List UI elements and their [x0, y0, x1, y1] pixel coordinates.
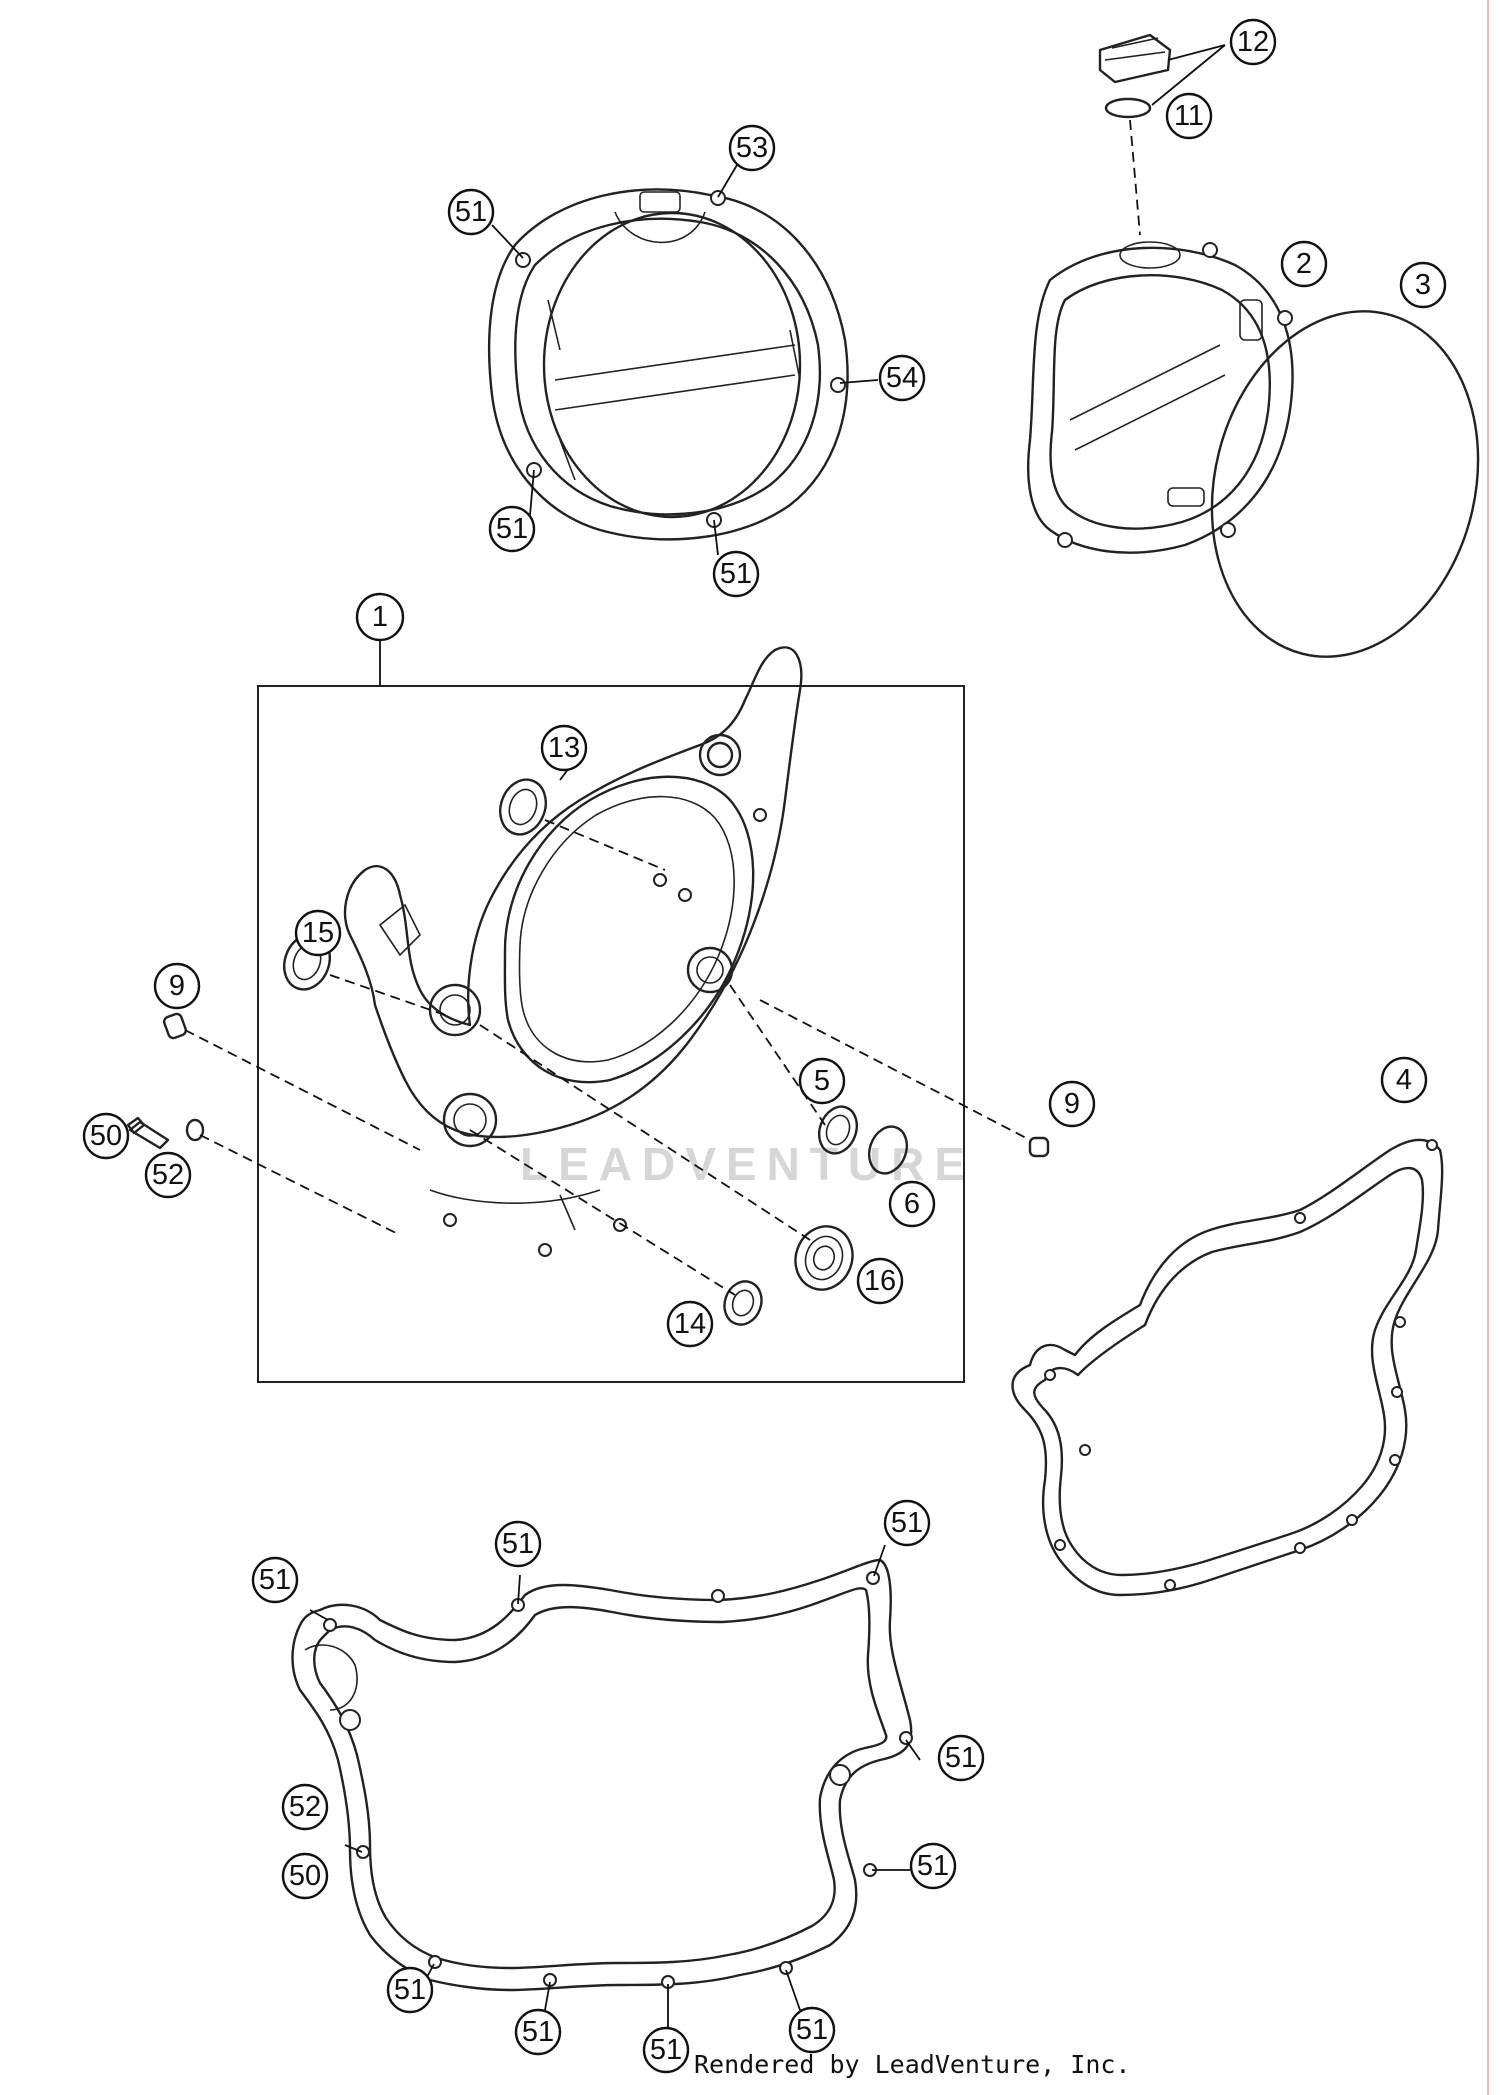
footer-credit: Rendered by LeadVenture, Inc.: [694, 2050, 1131, 2079]
svg-text:51: 51: [917, 1850, 949, 1882]
svg-text:12: 12: [1237, 26, 1269, 58]
svg-text:6: 6: [904, 1188, 920, 1220]
dowel-9-right[interactable]: [1028, 1136, 1050, 1158]
inner-clutch-cover[interactable]: [343, 646, 803, 1257]
callout-51[interactable]: 51: [494, 1520, 542, 1568]
svg-text:1: 1: [372, 601, 388, 633]
callout-50[interactable]: 50: [82, 1112, 130, 1160]
callout-51[interactable]: 51: [488, 505, 536, 553]
callout-51[interactable]: 51: [514, 2008, 562, 2056]
callout-50[interactable]: 50: [281, 1852, 329, 1900]
svg-text:51: 51: [394, 1974, 426, 2006]
washer-52-left[interactable]: [185, 1118, 205, 1142]
callout-51[interactable]: 51: [712, 550, 760, 598]
callout-51[interactable]: 51: [251, 1556, 299, 1604]
callout-14[interactable]: 14: [666, 1300, 714, 1348]
callout-54[interactable]: 54: [878, 354, 926, 402]
svg-text:51: 51: [796, 2014, 828, 2046]
svg-text:50: 50: [289, 1860, 321, 1892]
callout-9[interactable]: 9: [153, 962, 201, 1010]
svg-text:51: 51: [891, 1507, 923, 1539]
clutch-cover[interactable]: [1027, 241, 1294, 554]
svg-text:51: 51: [650, 2034, 682, 2066]
shaft-seal-13[interactable]: [493, 773, 553, 841]
screw-50-left[interactable]: [126, 1116, 170, 1150]
callout-2[interactable]: 2: [1280, 240, 1328, 288]
svg-text:51: 51: [496, 513, 528, 545]
callout-12[interactable]: 12: [1229, 18, 1277, 66]
callout-3[interactable]: 3: [1399, 261, 1447, 309]
callout-6[interactable]: 6: [888, 1180, 936, 1228]
callout-15[interactable]: 15: [294, 909, 342, 957]
dowel-9-left[interactable]: [162, 1012, 188, 1040]
svg-text:14: 14: [674, 1308, 706, 1340]
svg-text:53: 53: [736, 132, 768, 164]
callout-51[interactable]: 51: [386, 1966, 434, 2014]
svg-text:52: 52: [152, 1159, 184, 1191]
circlip-6[interactable]: [863, 1121, 913, 1178]
page-edge-line: [1487, 0, 1489, 2095]
callout-51[interactable]: 51: [937, 1734, 985, 1782]
shaft-seal-14[interactable]: [719, 1276, 768, 1330]
callout-51[interactable]: 51: [788, 2006, 836, 2054]
callout-16[interactable]: 16: [856, 1257, 904, 1305]
outer-clutch-cover[interactable]: [487, 188, 849, 541]
svg-text:51: 51: [259, 1564, 291, 1596]
inner-cover-assembly-frame: [257, 685, 965, 1383]
svg-text:52: 52: [289, 1791, 321, 1823]
callout-51[interactable]: 51: [883, 1499, 931, 1547]
callout-5[interactable]: 5: [798, 1057, 846, 1105]
clutch-cover-gasket-4[interactable]: [1011, 1138, 1444, 1597]
svg-text:54: 54: [886, 362, 918, 394]
oil-filler-plug[interactable]: [1098, 33, 1172, 84]
svg-text:4: 4: [1396, 1064, 1412, 1096]
svg-text:15: 15: [302, 917, 334, 949]
callout-51[interactable]: 51: [447, 188, 495, 236]
svg-text:2: 2: [1296, 248, 1312, 280]
callout-13[interactable]: 13: [540, 724, 588, 772]
bearing-16[interactable]: [787, 1218, 862, 1297]
svg-text:51: 51: [502, 1528, 534, 1560]
svg-text:51: 51: [945, 1742, 977, 1774]
callout-51[interactable]: 51: [642, 2026, 690, 2074]
svg-text:5: 5: [814, 1065, 830, 1097]
callout-1[interactable]: 1: [355, 592, 405, 642]
shaft-seal-5[interactable]: [813, 1101, 863, 1158]
callout-52[interactable]: 52: [144, 1151, 192, 1199]
svg-text:11: 11: [1174, 100, 1204, 132]
svg-text:16: 16: [864, 1265, 896, 1297]
callout-9[interactable]: 9: [1048, 1080, 1096, 1128]
callout-51[interactable]: 51: [909, 1842, 957, 1890]
svg-text:3: 3: [1415, 269, 1431, 301]
svg-text:9: 9: [169, 970, 185, 1002]
callout-53[interactable]: 53: [728, 124, 776, 172]
svg-text:51: 51: [720, 558, 752, 590]
watermark-text: LEADVENTURE: [520, 1138, 975, 1190]
filler-plug-o-ring[interactable]: [1104, 97, 1152, 119]
clutch-cover-o-ring[interactable]: [1177, 283, 1500, 686]
inner-cover-gasket[interactable]: [291, 1558, 913, 1992]
svg-text:13: 13: [548, 732, 580, 764]
callout-4[interactable]: 4: [1380, 1056, 1428, 1104]
svg-text:50: 50: [90, 1120, 122, 1152]
callout-11[interactable]: 11: [1165, 92, 1213, 140]
svg-text:51: 51: [455, 196, 487, 228]
leader-lines: [309, 44, 1226, 2030]
svg-text:51: 51: [522, 2016, 554, 2048]
svg-text:9: 9: [1064, 1088, 1080, 1120]
callout-52[interactable]: 52: [281, 1783, 329, 1831]
